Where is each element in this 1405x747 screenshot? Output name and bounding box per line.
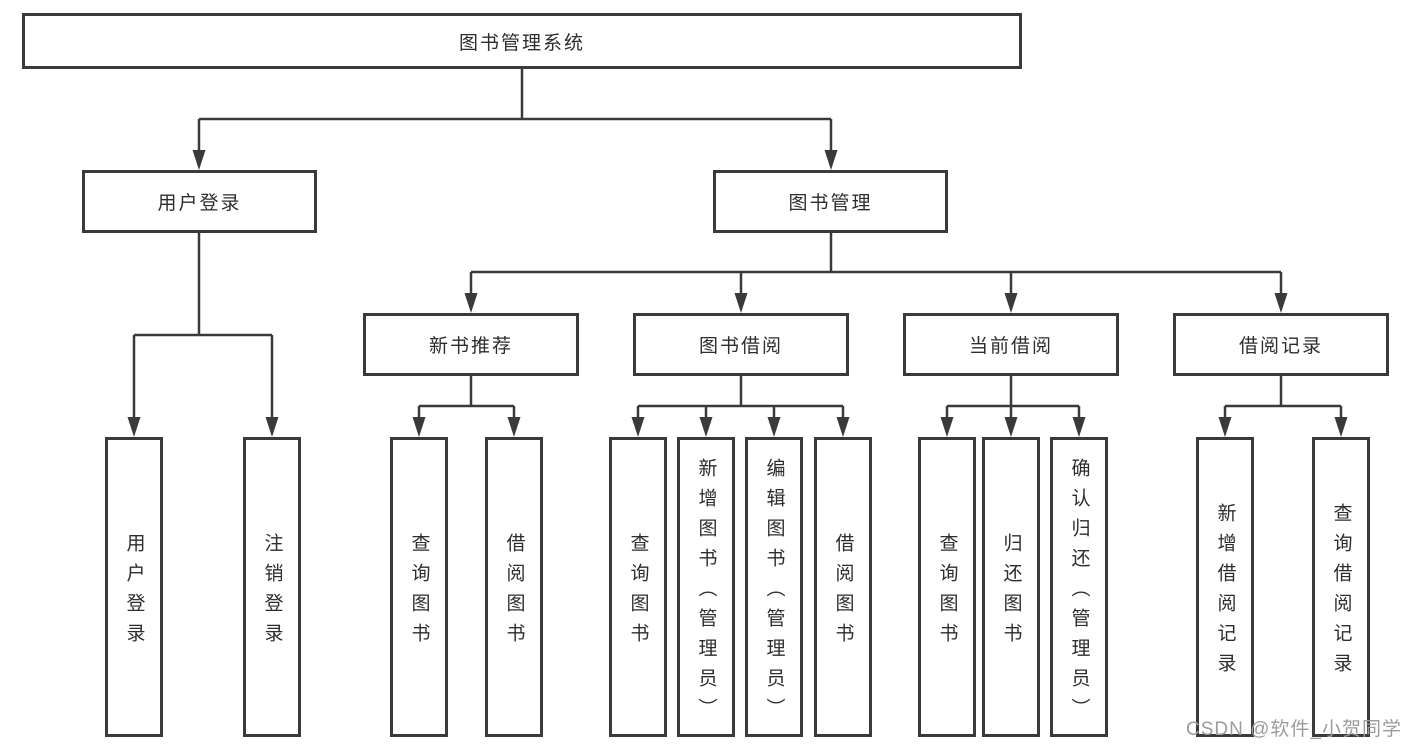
leaf-query-books-borrow: 查询图书 (609, 437, 667, 737)
node-label: 图书管理 (788, 193, 873, 214)
leaf-borrow-books: 借阅图书 (814, 437, 872, 737)
leaf-confirm-return-admin: 确认归还（管理员） (1050, 437, 1108, 737)
leaf-label: 用户登录 (123, 532, 145, 653)
leaf-borrow-books-recommend: 借阅图书 (485, 437, 543, 737)
leaf-edit-books-admin: 编辑图书（管理员） (745, 437, 803, 737)
csdn-watermark: CSDN @软件_小贺同学 (1186, 719, 1402, 740)
node-user-login-module: 用户登录 (82, 170, 317, 233)
node-label: 图书借阅 (698, 336, 783, 357)
leaf-add-books-admin: 新增图书（管理员） (677, 437, 735, 737)
node-current-borrow: 当前借阅 (903, 313, 1119, 376)
leaf-label: 注销登录 (261, 532, 283, 653)
leaf-query-books-recommend: 查询图书 (390, 437, 448, 737)
node-book-borrow: 图书借阅 (633, 313, 849, 376)
node-root-system: 图书管理系统 (22, 13, 1022, 69)
node-label: 用户登录 (157, 193, 242, 214)
node-label: 当前借阅 (968, 336, 1053, 357)
leaf-label: 查询图书 (936, 532, 958, 653)
node-label: 借阅记录 (1238, 336, 1323, 357)
leaf-logout: 注销登录 (243, 437, 301, 737)
leaf-label: 新增借阅记录 (1214, 502, 1236, 683)
node-book-management-module: 图书管理 (713, 170, 948, 233)
leaf-label: 查询借阅记录 (1330, 502, 1352, 683)
leaf-query-books-current: 查询图书 (918, 437, 976, 737)
node-root-label: 图书管理系统 (458, 32, 585, 54)
leaf-user-login: 用户登录 (105, 437, 163, 737)
node-label: 新书推荐 (428, 336, 513, 357)
leaf-label: 借阅图书 (503, 532, 525, 653)
leaf-label: 新增图书（管理员） (695, 457, 717, 728)
arrowheads (127, 150, 1348, 437)
leaf-label: 确认归还（管理员） (1068, 457, 1090, 728)
node-new-book-recommend: 新书推荐 (363, 313, 579, 376)
leaf-add-borrow-record: 新增借阅记录 (1196, 437, 1254, 737)
leaf-label: 归还图书 (1000, 532, 1022, 653)
node-borrow-records: 借阅记录 (1173, 313, 1389, 376)
leaf-label: 查询图书 (408, 532, 430, 653)
leaf-label: 借阅图书 (832, 532, 854, 653)
leaf-return-books: 归还图书 (982, 437, 1040, 737)
leaf-label: 查询图书 (627, 532, 649, 653)
leaf-query-borrow-record: 查询借阅记录 (1312, 437, 1370, 737)
leaf-label: 编辑图书（管理员） (763, 457, 785, 728)
